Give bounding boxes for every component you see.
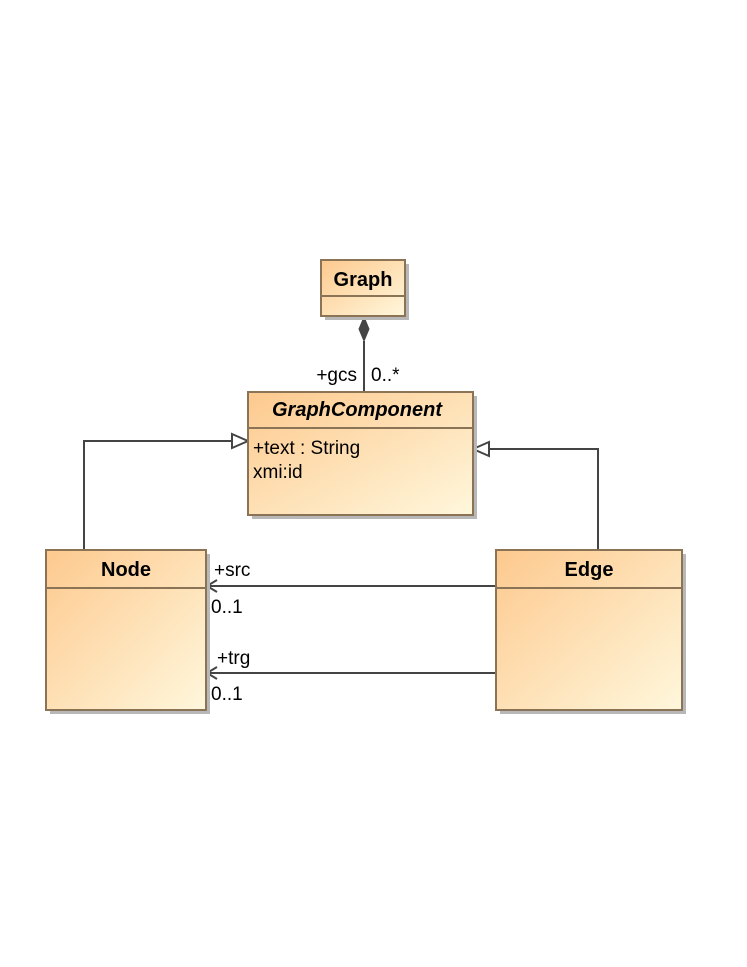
- multiplicity-src: 0..1: [211, 597, 243, 618]
- class-name-graph-component: GraphComponent: [272, 399, 443, 421]
- role-trg: +trg: [217, 648, 250, 669]
- multiplicity-trg: 0..1: [211, 684, 243, 705]
- class-node[interactable]: Node: [45, 549, 210, 714]
- class-name-graph: Graph: [334, 269, 393, 291]
- association-trg[interactable]: [205, 666, 496, 680]
- generalization-arrow-icon: [231, 432, 251, 450]
- generalization-arrow-icon: [470, 440, 490, 458]
- association-src[interactable]: [205, 579, 496, 593]
- multiplicity-gcs: 0..*: [371, 365, 400, 386]
- generalization-node[interactable]: [83, 432, 251, 550]
- composition-diamond-icon: [358, 315, 370, 343]
- attribute-xmi-id: xmi:id: [253, 462, 303, 483]
- attribute-text: +text : String: [253, 438, 360, 459]
- composition-graph-gcs[interactable]: [358, 315, 370, 392]
- generalization-edge[interactable]: [470, 440, 599, 550]
- role-src: +src: [214, 560, 250, 581]
- class-graph-component[interactable]: GraphComponent +text : String xmi:id: [247, 391, 477, 519]
- class-name-edge: Edge: [565, 559, 614, 581]
- class-graph[interactable]: Graph: [320, 259, 409, 320]
- class-name-node: Node: [101, 559, 151, 581]
- class-edge[interactable]: Edge: [495, 549, 686, 714]
- role-gcs: +gcs: [316, 365, 357, 386]
